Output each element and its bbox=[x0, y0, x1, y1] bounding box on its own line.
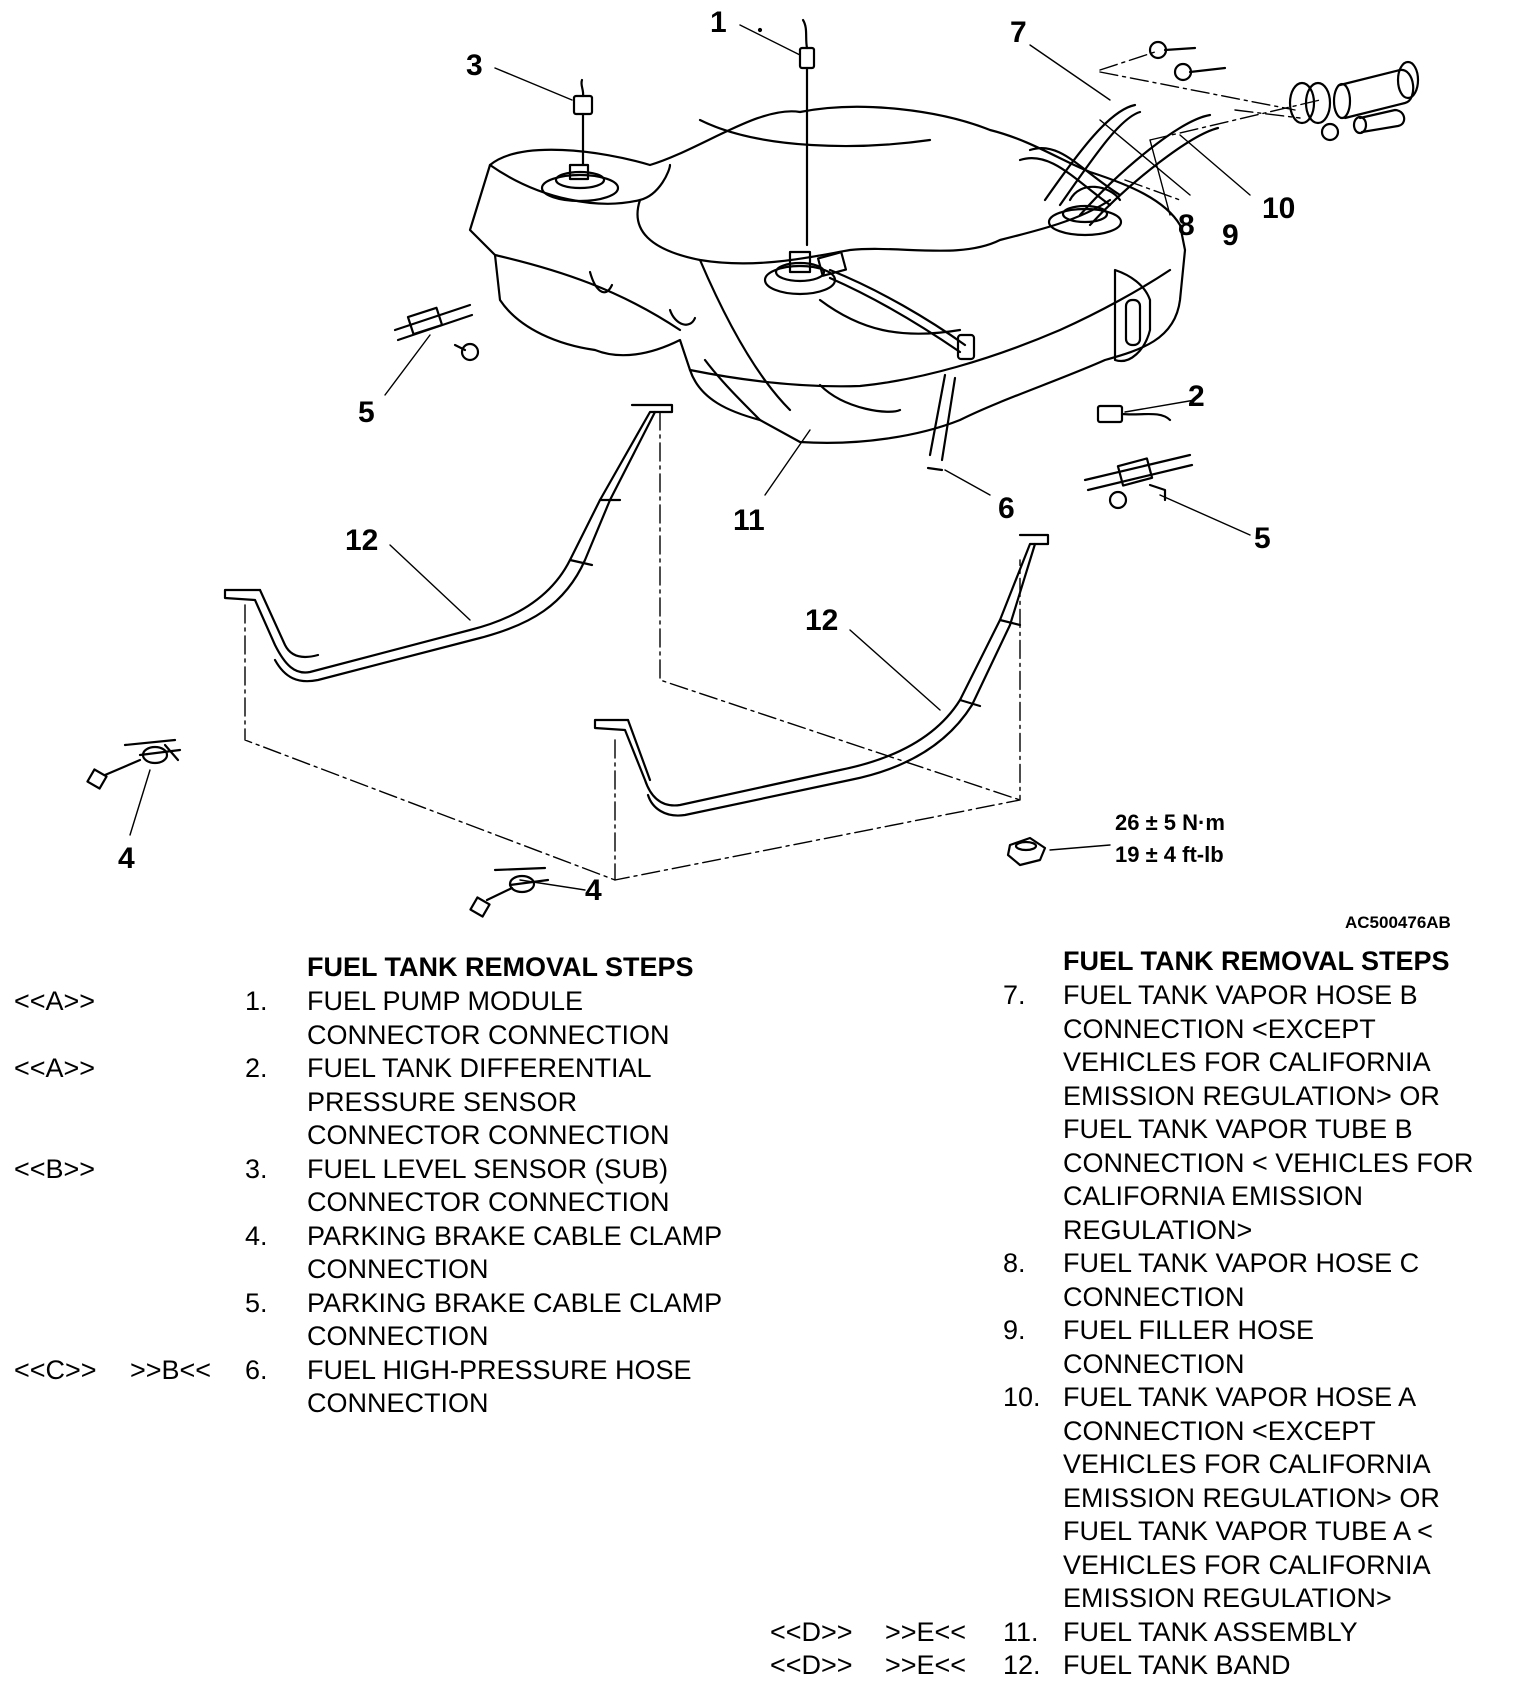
callout-12-right: 12 bbox=[805, 604, 838, 637]
callout-2: 2 bbox=[1188, 380, 1205, 413]
fuel-tank-band-left bbox=[223, 403, 674, 683]
pump-harness bbox=[828, 268, 967, 347]
step-number: 7. bbox=[1003, 980, 1026, 1010]
fuel-tank-band-right bbox=[593, 533, 1050, 817]
high-pressure-hose bbox=[926, 373, 957, 472]
step-number: 12. bbox=[1003, 1650, 1041, 1680]
step-row: 5. PARKING BRAKE CABLE CLAMP CONNECTION bbox=[0, 1287, 760, 1354]
step-number: 1. bbox=[245, 986, 268, 1016]
torque-imperial: 19 ± 4 ft-lb bbox=[1115, 842, 1224, 867]
parking-brake-clamp-left bbox=[393, 303, 480, 362]
pump-harness-2 bbox=[828, 276, 962, 354]
step-number: 6. bbox=[245, 1354, 268, 1385]
alignment-lines bbox=[244, 51, 1321, 881]
step-service-mark-removal: <<C>> bbox=[14, 1354, 97, 1385]
step-text: FUEL TANK DIFFERENTIAL PRESSURE SENSOR C… bbox=[307, 1053, 670, 1150]
callout-6: 6 bbox=[998, 492, 1015, 525]
step-row: <<D>> >>E<< 11. FUEL TANK ASSEMBLY bbox=[760, 1616, 1520, 1650]
step-row: 9. FUEL FILLER HOSE CONNECTION bbox=[760, 1314, 1520, 1381]
step-text: FUEL TANK VAPOR HOSE C CONNECTION bbox=[1063, 1248, 1420, 1312]
callout-5-right: 5 bbox=[1254, 522, 1271, 555]
step-number: 2. bbox=[245, 1053, 268, 1083]
step-text: FUEL TANK ASSEMBLY bbox=[1063, 1616, 1358, 1647]
step-service-mark-removal: <<A>> bbox=[14, 1053, 96, 1083]
step-row: <<A>> 1. FUEL PUMP MODULE CONNECTOR CONNEC… bbox=[0, 985, 760, 1052]
callout-10: 10 bbox=[1262, 192, 1295, 225]
pump-module-connector bbox=[798, 18, 816, 247]
pressure-sensor-connector bbox=[1096, 404, 1172, 424]
step-service-mark-removal: <<D>> bbox=[770, 1616, 853, 1647]
step-row: 8. FUEL TANK VAPOR HOSE C CONNECTION bbox=[760, 1247, 1520, 1314]
callout-4-left: 4 bbox=[118, 842, 135, 875]
differential-pressure-sensor-connector bbox=[956, 333, 976, 361]
step-row: <<B>> 3. FUEL LEVEL SENSOR (SUB) CONNECTOR… bbox=[0, 1153, 760, 1220]
step-number: 10. bbox=[1003, 1382, 1041, 1412]
fuel-tank-body bbox=[468, 105, 1187, 444]
step-row: 10. FUEL TANK VAPOR HOSE A CONNECTION <EX… bbox=[760, 1381, 1520, 1616]
step-text: FUEL TANK VAPOR HOSE B CONNECTION <EXCEP… bbox=[1063, 980, 1474, 1245]
step-text: FUEL FILLER HOSE CONNECTION bbox=[1063, 1315, 1315, 1379]
leader-lines bbox=[129, 24, 1251, 891]
step-service-mark-installation: >>E<< bbox=[885, 1650, 967, 1680]
band-bolt-left bbox=[757, 27, 763, 33]
step-text: FUEL LEVEL SENSOR (SUB) CONNECTOR CONNEC… bbox=[307, 1153, 670, 1218]
step-number: 5. bbox=[245, 1287, 268, 1318]
left-steps-heading: FUEL TANK REMOVAL STEPS bbox=[307, 952, 694, 982]
step-service-mark-removal: <<B>> bbox=[14, 1153, 96, 1184]
fuel-tank-exploded-diagram: 1 3 7 8 9 10 2 5 5 6 11 12 12 4 4 26 ± 5… bbox=[86, 6, 1451, 930]
step-number: 3. bbox=[245, 1153, 268, 1184]
callout-12-left: 12 bbox=[345, 524, 378, 557]
callout-1: 1 bbox=[710, 6, 727, 39]
step-text: PARKING BRAKE CABLE CLAMP CONNECTION bbox=[307, 1287, 723, 1352]
callout-4-center: 4 bbox=[585, 874, 602, 907]
left-steps-list: <<A>> 1. FUEL PUMP MODULE CONNECTOR CONNEC… bbox=[0, 985, 760, 1421]
step-row: 4. PARKING BRAKE CABLE CLAMP CONNECTION bbox=[0, 1220, 760, 1287]
callout-3: 3 bbox=[466, 49, 483, 82]
step-row: <<A>> 2. FUEL TANK DIFFERENTIAL PRESSURE S… bbox=[0, 1052, 760, 1153]
step-row: <<C>> >>B<< 6. FUEL HIGH-PRESSURE HOSE CONN… bbox=[0, 1354, 760, 1421]
step-number: 4. bbox=[245, 1220, 268, 1251]
step-text: PARKING BRAKE CABLE CLAMP CONNECTION bbox=[307, 1220, 723, 1285]
torque-metric: 26 ± 5 N·m bbox=[1115, 810, 1225, 835]
callout-7: 7 bbox=[1010, 16, 1027, 49]
figure-code: AC500476AB bbox=[1345, 913, 1451, 930]
step-text: FUEL TANK VAPOR HOSE A CONNECTION <EXCEP… bbox=[1063, 1382, 1440, 1613]
band-nut bbox=[1006, 836, 1047, 867]
vapor-hoses-and-filler bbox=[1018, 103, 1220, 227]
step-number: 8. bbox=[1003, 1248, 1026, 1278]
step-text: FUEL HIGH-PRESSURE HOSE CONNECTION bbox=[307, 1354, 692, 1419]
step-service-mark-installation: >>B<< bbox=[130, 1354, 212, 1385]
right-steps-list: 7. FUEL TANK VAPOR HOSE B CONNECTION <EXC… bbox=[760, 979, 1520, 1683]
parking-brake-clamp-right bbox=[1083, 453, 1194, 510]
parking-brake-clamp-lower-left bbox=[86, 738, 182, 790]
parking-brake-clamp-lower-center bbox=[469, 866, 550, 918]
right-steps-heading: FUEL TANK REMOVAL STEPS bbox=[1063, 946, 1450, 976]
step-service-mark-removal: <<A>> bbox=[14, 986, 96, 1016]
step-row: <<D>> >>E<< 12. FUEL TANK BAND bbox=[760, 1649, 1520, 1683]
step-text: FUEL PUMP MODULE CONNECTOR CONNECTION bbox=[307, 986, 670, 1050]
step-service-mark-installation: >>E<< bbox=[885, 1616, 967, 1647]
callout-8: 8 bbox=[1178, 209, 1195, 242]
callout-9: 9 bbox=[1222, 219, 1239, 252]
step-number: 11. bbox=[1003, 1616, 1039, 1647]
filler-hose-fittings bbox=[1148, 40, 1420, 142]
callout-11: 11 bbox=[733, 504, 765, 537]
step-number: 9. bbox=[1003, 1315, 1026, 1345]
sub-sensor-connector bbox=[572, 78, 594, 167]
fuel-level-sensor-sub bbox=[540, 163, 620, 203]
step-service-mark-removal: <<D>> bbox=[770, 1650, 853, 1680]
step-row: 7. FUEL TANK VAPOR HOSE B CONNECTION <EXC… bbox=[760, 979, 1520, 1247]
callout-5-left: 5 bbox=[358, 396, 375, 429]
step-text: FUEL TANK BAND bbox=[1063, 1650, 1291, 1680]
